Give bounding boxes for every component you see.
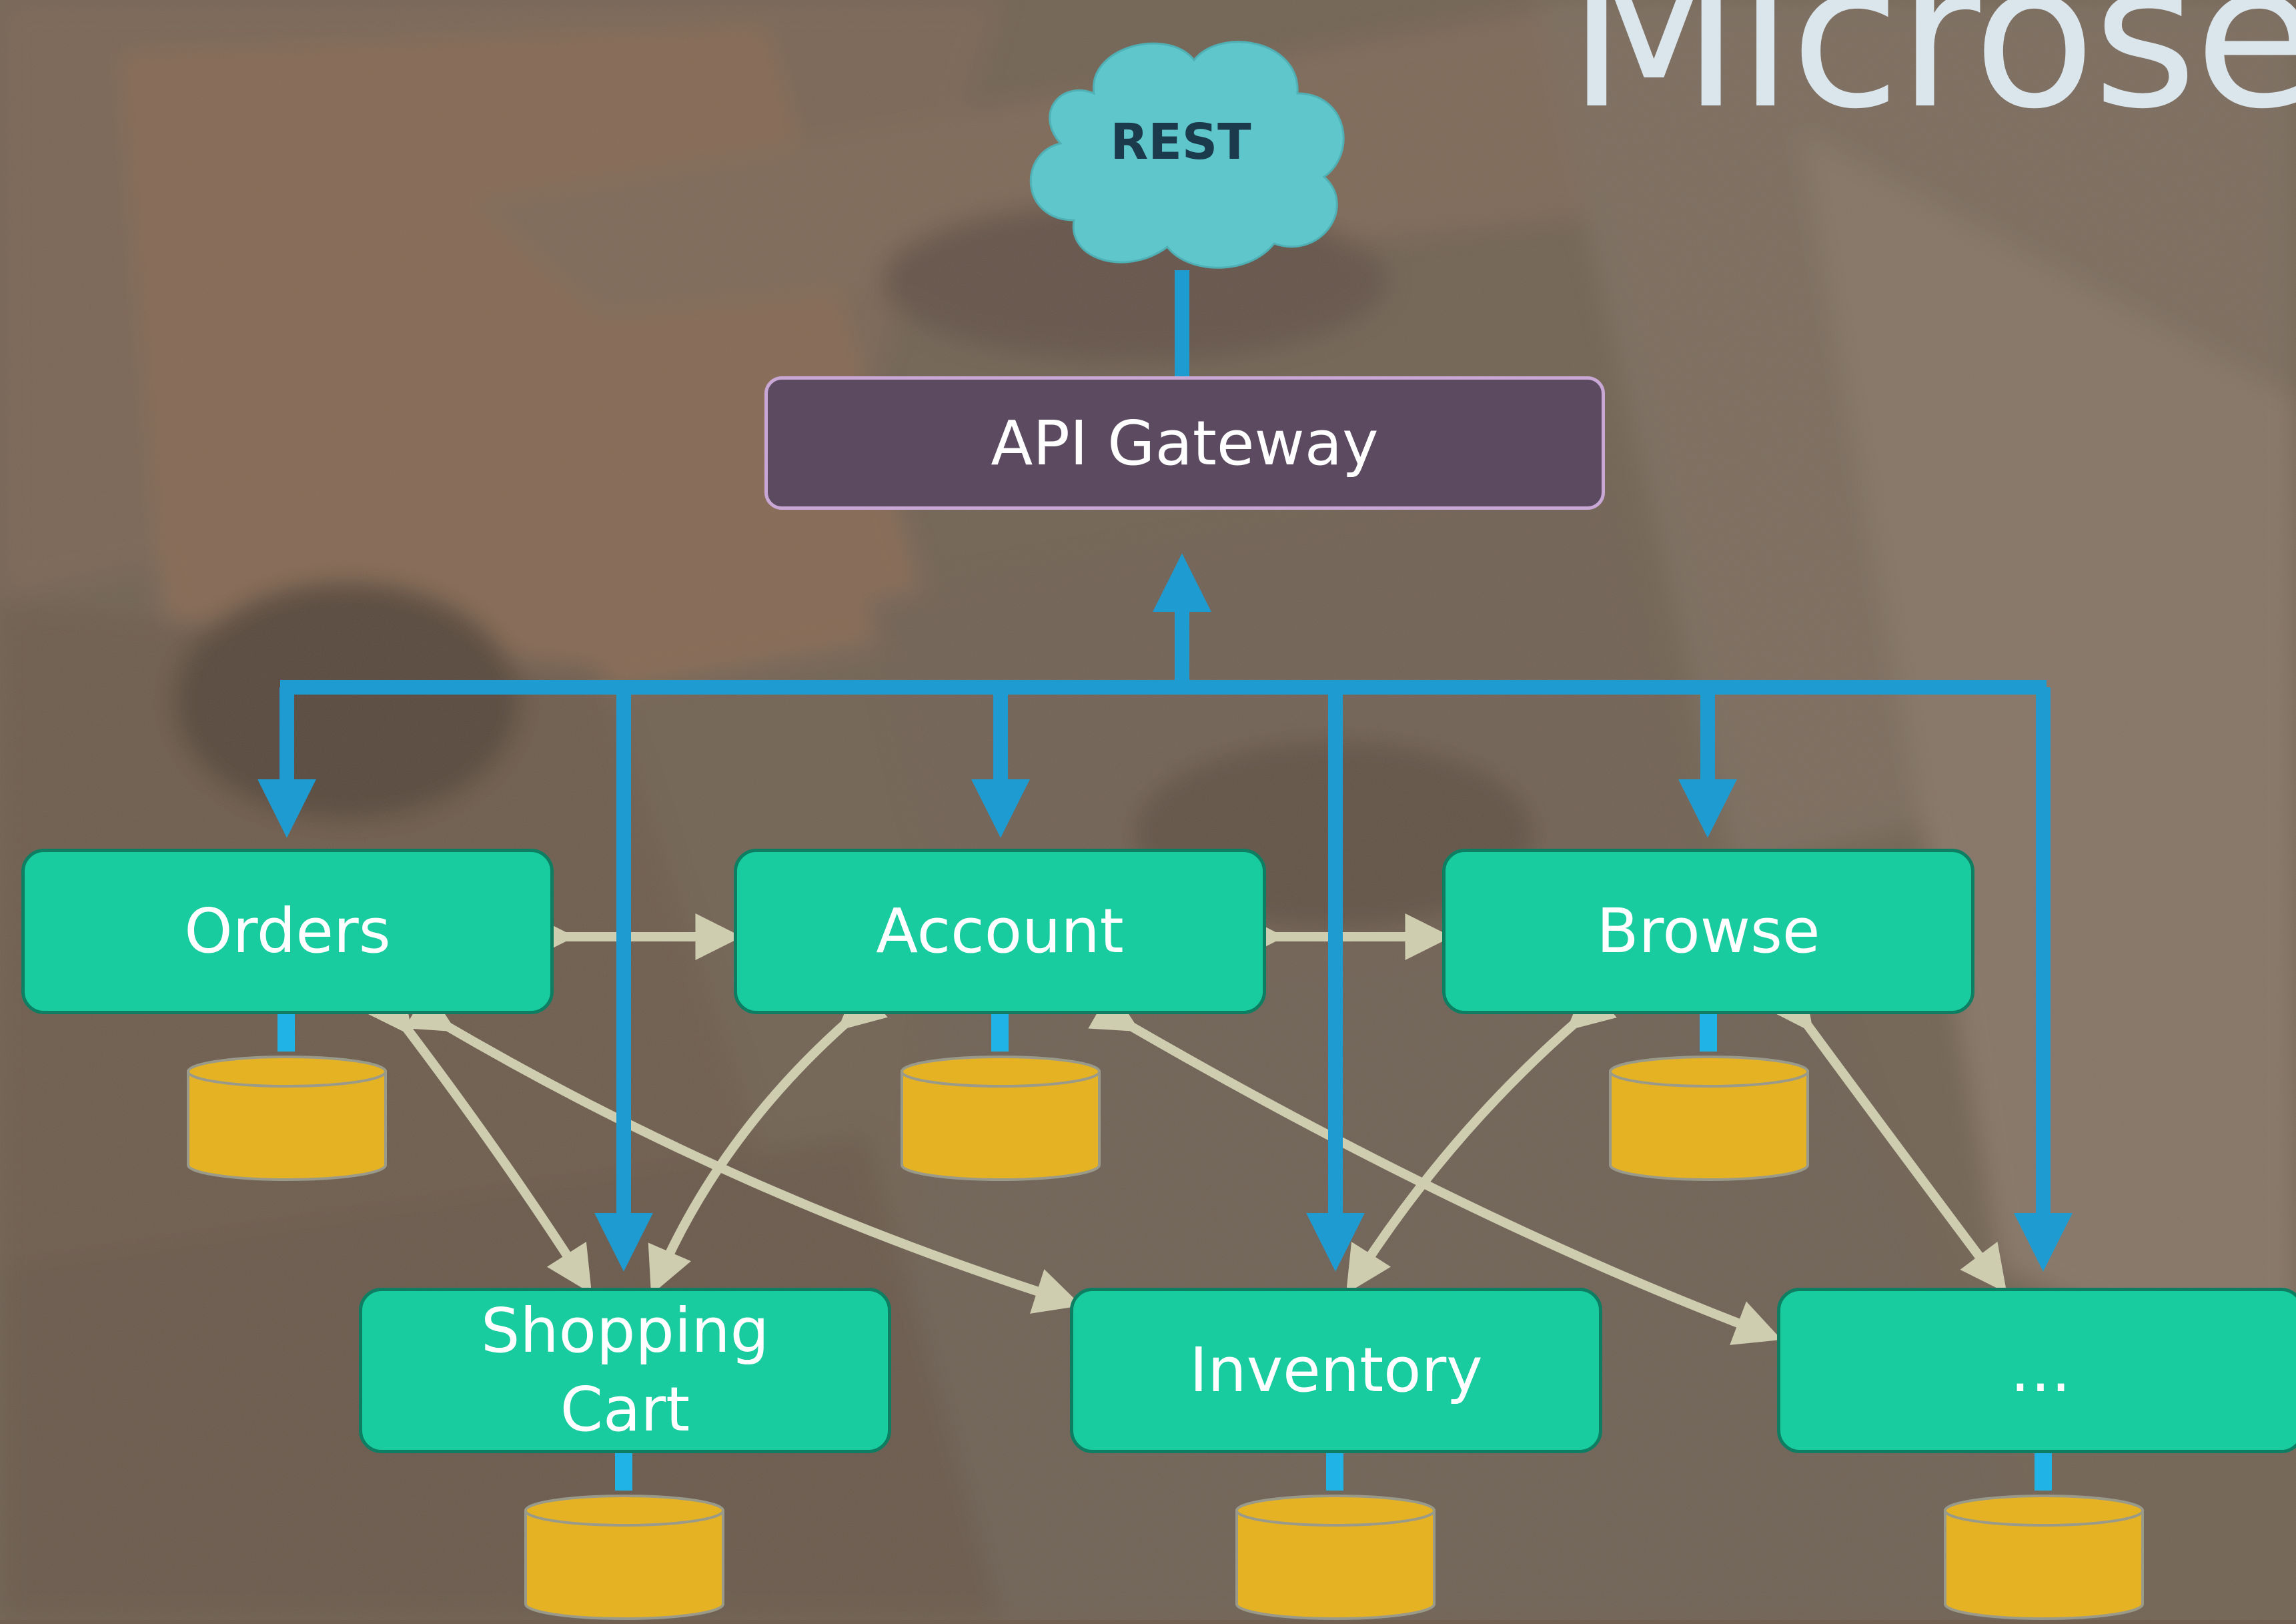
- link-browse-more: [1766, 981, 2007, 1293]
- cloud-label: REST: [1110, 113, 1251, 171]
- slide-title: Microse: [1568, 0, 2296, 153]
- more-services-box: …: [1777, 1288, 2296, 1453]
- inventory-database-icon: [1235, 1495, 1436, 1620]
- account-service-label: Account: [876, 895, 1124, 967]
- cloud-shape: [1029, 41, 1345, 269]
- more-services-database-icon: [1944, 1495, 2144, 1620]
- shopping-cart-service-label: Shopping Cart: [480, 1295, 770, 1445]
- orders-service-label: Orders: [184, 895, 391, 967]
- db-stub-shopping-cart: [615, 1453, 632, 1491]
- db-stub-account: [991, 1014, 1009, 1052]
- orders-service-box: Orders: [21, 849, 554, 1014]
- shopping-cart-service-box: Shopping Cart: [359, 1288, 891, 1453]
- browse-service-box: Browse: [1442, 849, 1974, 1014]
- orders-database-icon: [187, 1056, 387, 1181]
- inventory-service-box: Inventory: [1070, 1288, 1602, 1453]
- inventory-service-label: Inventory: [1189, 1334, 1483, 1406]
- link-orders-inventory: [404, 987, 1082, 1314]
- account-database-icon: [901, 1056, 1101, 1181]
- db-stub-orders: [277, 1014, 295, 1052]
- api-gateway-box: API Gateway: [764, 376, 1605, 510]
- db-stub-browse: [1700, 1014, 1717, 1052]
- account-service-box: Account: [734, 849, 1266, 1014]
- api-gateway-label: API Gateway: [991, 407, 1379, 479]
- gateway-bus: [257, 553, 2073, 1272]
- link-browse-inventory: [1345, 982, 1617, 1294]
- more-services-label: …: [2010, 1334, 2071, 1406]
- service-links: [366, 913, 2007, 1345]
- rest-cloud-icon: [1029, 41, 1345, 269]
- browse-service-label: Browse: [1596, 895, 1820, 967]
- db-stub-more: [2035, 1453, 2052, 1491]
- link-orders-shopping-cart: [366, 984, 592, 1294]
- browse-database-icon: [1609, 1056, 1809, 1181]
- shopping-cart-database-icon: [524, 1495, 724, 1620]
- db-stub-inventory: [1326, 1453, 1343, 1491]
